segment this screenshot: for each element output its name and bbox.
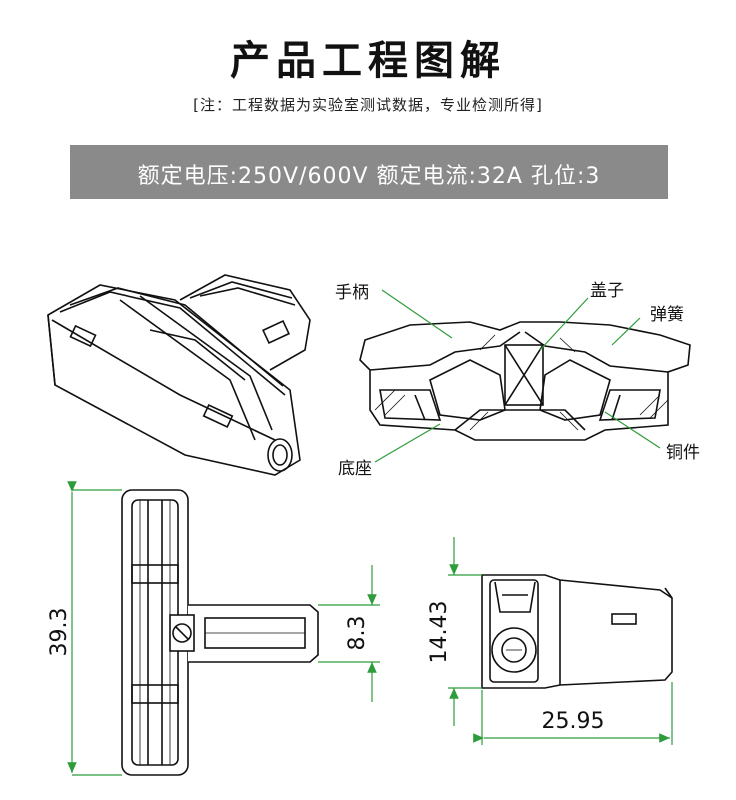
dimension-14-43 — [448, 537, 482, 726]
dimension-39-3 — [67, 481, 122, 776]
dim-side-width: 25.95 — [542, 709, 605, 734]
label-base: 底座 — [338, 459, 372, 479]
dim-branch-height: 8.3 — [345, 616, 370, 651]
top-view — [121, 489, 319, 776]
label-copper: 铜件 — [666, 443, 700, 463]
spec-bar: 额定电压:250V/600V 额定电流:32A 孔位:3 — [70, 145, 668, 199]
cross-section-view — [359, 289, 691, 463]
dimension-8-3 — [318, 565, 380, 702]
dimension-25-95 — [473, 682, 673, 745]
label-spring: 弹簧 — [650, 305, 684, 325]
spec-text: 额定电压:250V/600V 额定电流:32A 孔位:3 — [137, 164, 601, 189]
dim-top-height: 39.3 — [47, 608, 72, 657]
side-view — [481, 574, 673, 689]
label-handle: 手柄 — [335, 283, 369, 303]
isometric-view — [47, 274, 311, 476]
label-cover: 盖子 — [590, 281, 624, 301]
data-note: [注：工程数据为实验室测试数据，专业检测所得] — [193, 96, 543, 114]
page-title: 产品工程图解 — [230, 38, 506, 84]
dim-side-height: 14.43 — [427, 601, 452, 664]
